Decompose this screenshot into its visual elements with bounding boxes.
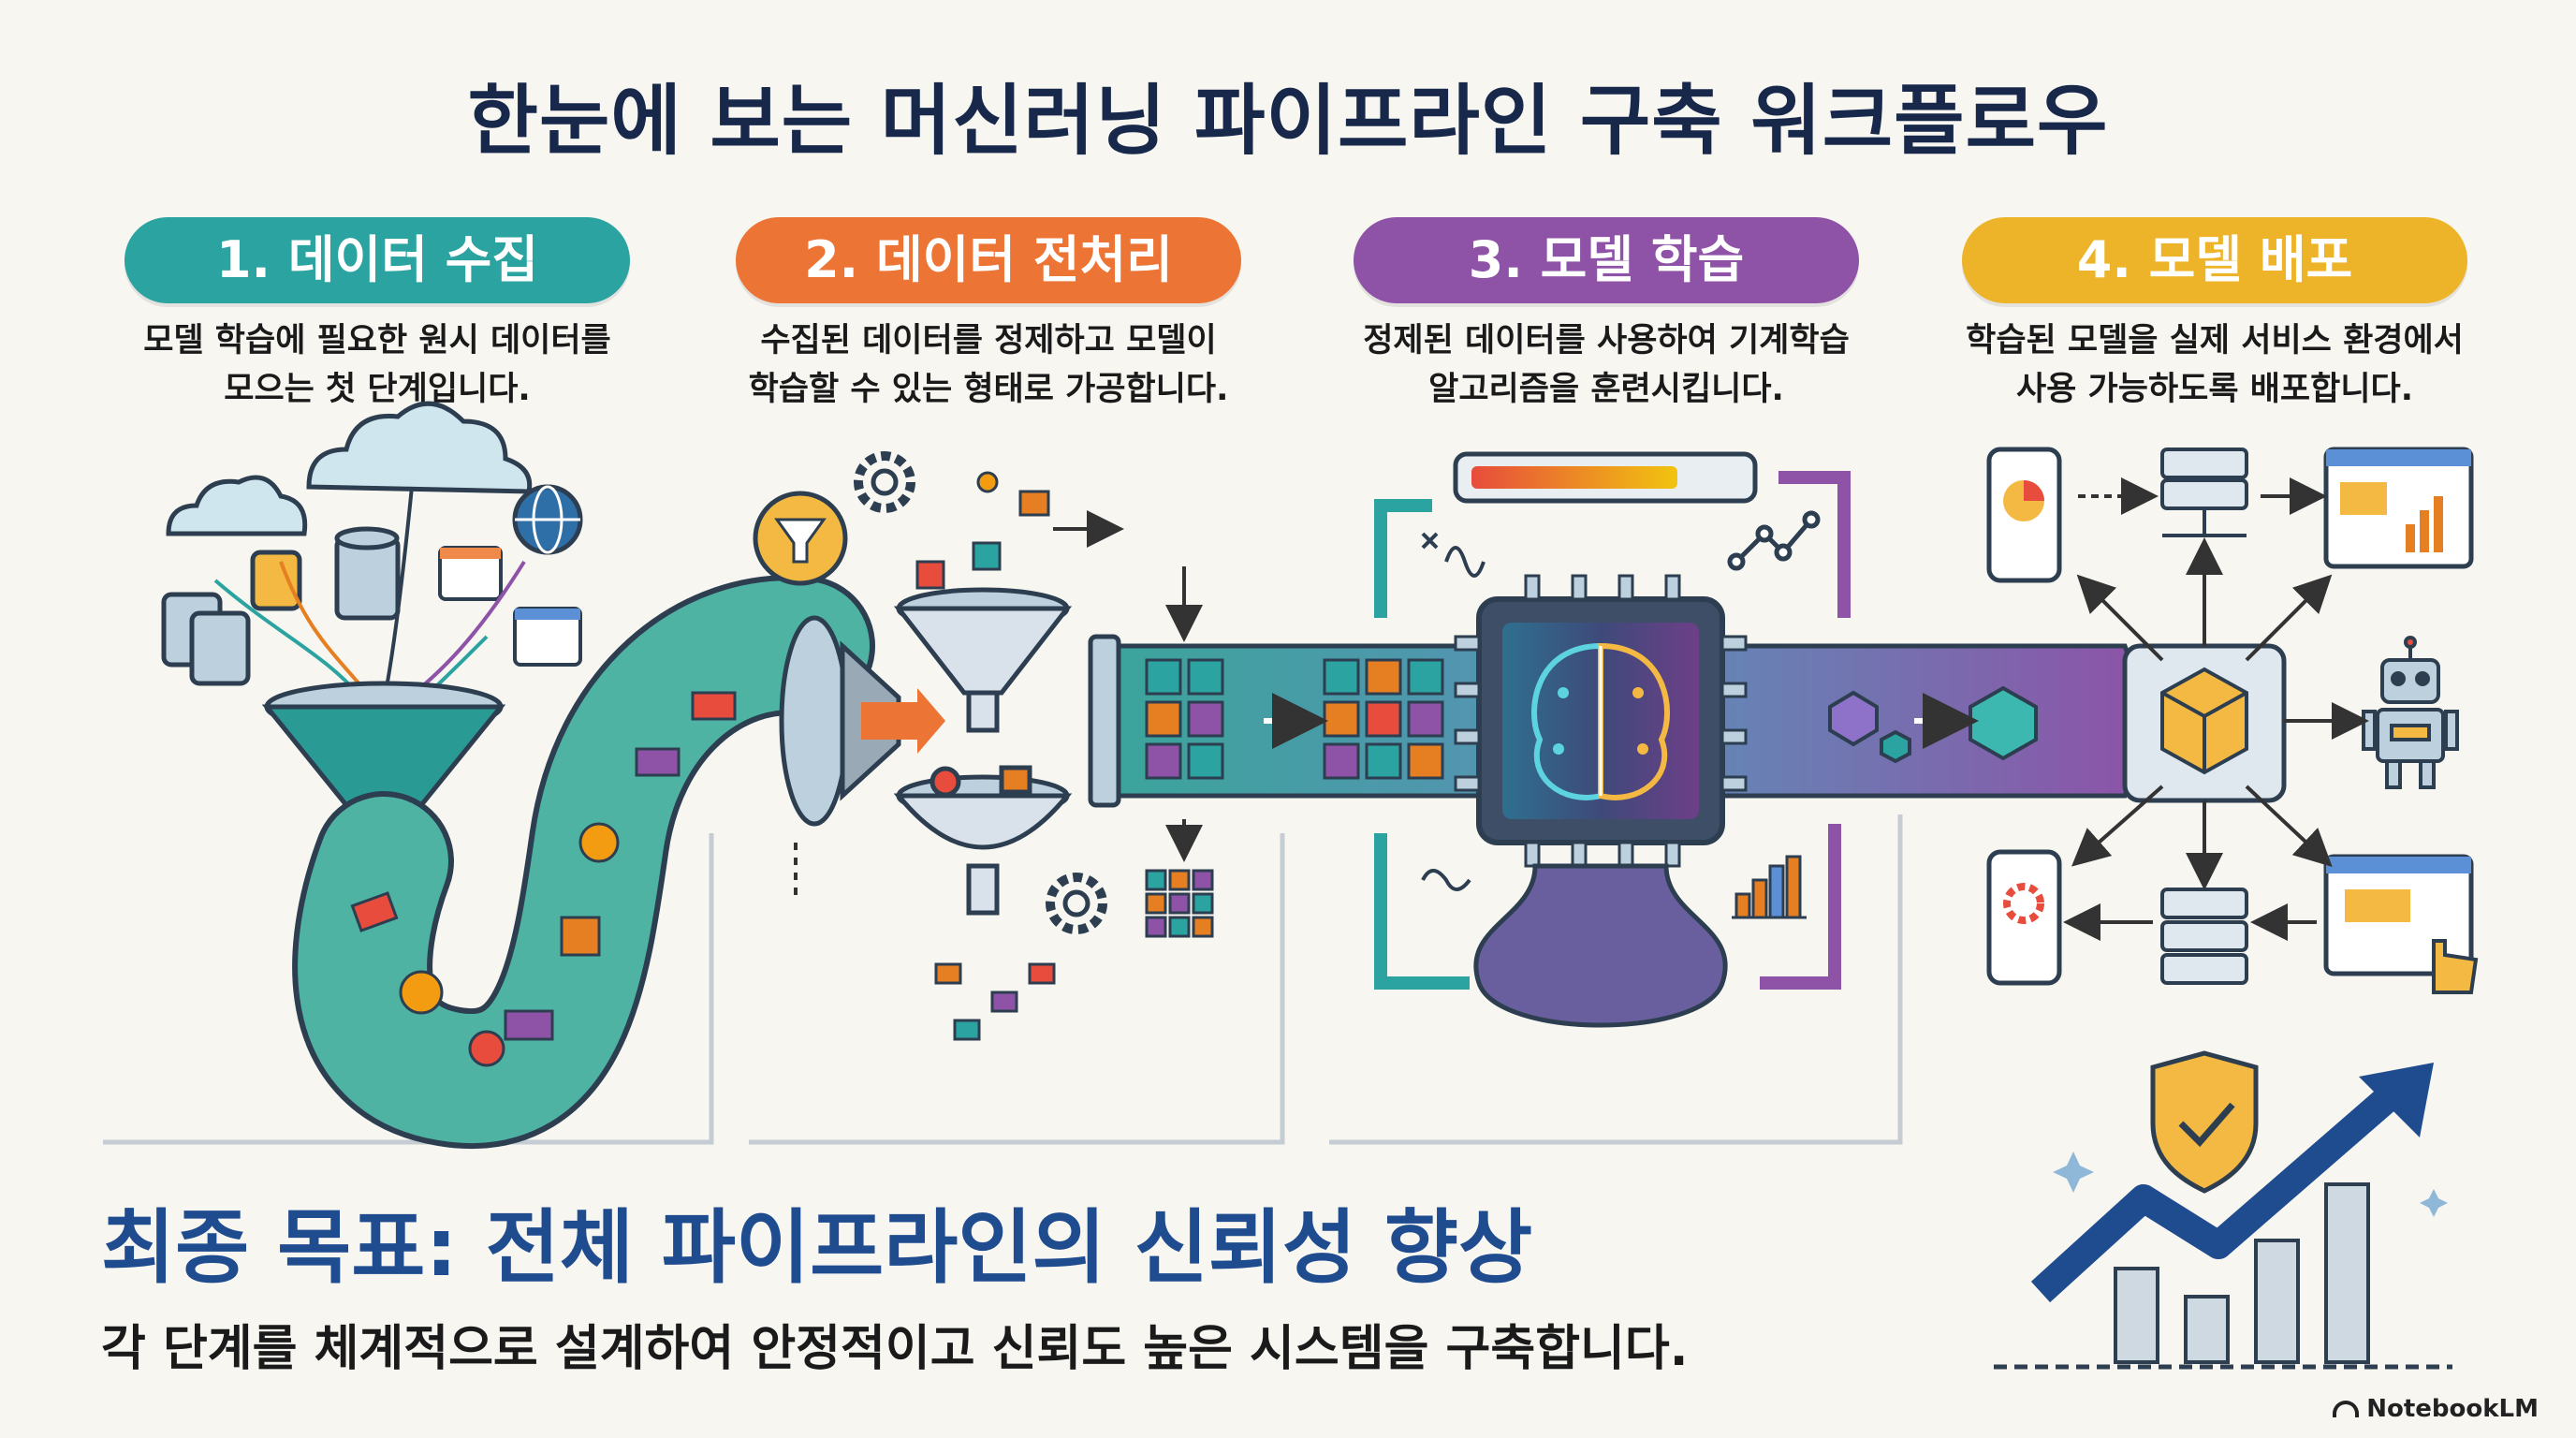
brain-chip-icon [1476, 596, 1725, 845]
stage-pill-train: 3. 모델 학습 [1354, 217, 1859, 303]
data-particles [350, 691, 737, 1067]
goal-title: 최종 목표: 전체 파이프라인의 신뢰성 향상 [101, 1201, 1533, 1295]
stage-desc-line: 모으는 첫 단계입니다. [224, 371, 531, 408]
shield-check-icon [2150, 1050, 2259, 1194]
cycle-arrows [1374, 471, 1851, 990]
browser-window-icon [438, 546, 582, 667]
gear-icon [1046, 873, 1107, 934]
stage-desc-collect: 모델 학습에 필요한 원시 데이터를 모으는 첫 단계입니다. [87, 316, 667, 414]
stage-desc-line: 학습된 모델을 실제 서비스 환경에서 [1966, 322, 2464, 360]
stage-desc-train: 정제된 데이터를 사용하여 기계학습 알고리즘을 훈련시킵니다. [1316, 316, 1896, 414]
funnel-icon [753, 491, 848, 586]
progress-bar-icon [1453, 451, 1758, 504]
stage-pill-collect: 1. 데이터 수집 [124, 217, 630, 303]
falling-particles [915, 471, 1056, 1041]
smartphone-icon [1986, 447, 2062, 583]
page-title: 한눈에 보는 머신러닝 파이프라인 구축 워크플로우 [467, 77, 2109, 166]
browser-window-icon [2323, 447, 2474, 569]
data-pipe-fill [298, 580, 870, 1143]
stage-pill-preprocess: 2. 데이터 전처리 [736, 217, 1241, 303]
deploy-arrows [2063, 477, 2369, 941]
connector-lines [103, 814, 1903, 1145]
math-symbols [1421, 532, 1486, 891]
grid-output-icon [1145, 869, 1214, 938]
sieve-icon [893, 587, 1073, 916]
stage-label-collect: 1. 데이터 수집 [215, 230, 539, 289]
stage-desc-line: 수집된 데이터를 정제하고 모델이 [760, 322, 1217, 360]
stage-desc-deploy: 학습된 모델을 실제 서비스 환경에서 사용 가능하도록 배포합니다. [1925, 316, 2505, 414]
stage-desc-line: 모델 학습에 필요한 원시 데이터를 [143, 322, 611, 360]
robot-icon [2362, 636, 2459, 789]
goal-subtitle: 각 단계를 체계적으로 설계하여 안정적이고 신뢰도 높은 시스템을 구축합니다… [101, 1321, 1689, 1377]
line-chart-icon [1727, 510, 1821, 571]
pointer-hand-icon [2432, 939, 2479, 994]
stage-desc-line: 학습할 수 있는 형태로 가공합니다. [748, 371, 1229, 408]
bar-chart-icon [1732, 855, 1807, 919]
brand-watermark: NotebookLM [2333, 1395, 2539, 1423]
chip-pins [1454, 574, 1748, 868]
formula-bubble [1473, 863, 1728, 1028]
stage-desc-line: 사용 가능하도록 배포합니다. [2015, 371, 2414, 408]
smartphone-icon [1986, 849, 2062, 986]
notebooklm-icon [2333, 1401, 2360, 1417]
pipe-connector [779, 615, 945, 827]
stage-label-deploy: 4. 모델 배포 [2076, 230, 2353, 289]
gear-icon [854, 451, 915, 513]
stage-label-train: 3. 모델 학습 [1468, 230, 1745, 289]
flow-arrows [794, 510, 1203, 899]
pipe-cap [1088, 634, 1121, 808]
cube-icon [2122, 643, 2287, 803]
stage-desc-line: 정제된 데이터를 사용하여 기계학습 [1363, 322, 1850, 360]
data-blocks [1145, 658, 1444, 780]
database-icon [161, 526, 401, 686]
sparkle-icon [2053, 1152, 2448, 1217]
cloud-icon [166, 401, 533, 536]
brand-label: NotebookLM [2366, 1395, 2539, 1423]
stage-label-preprocess: 2. 데이터 전처리 [804, 230, 1173, 289]
stage-desc-line: 알고리즘을 훈련시킵니다. [1428, 371, 1784, 408]
globe-icon [512, 484, 583, 555]
cube-icon [1828, 685, 2038, 764]
growth-chart-icon [1994, 1063, 2452, 1370]
stage-desc-preprocess: 수집된 데이터를 정제하고 모델이 학습할 수 있는 형태로 가공합니다. [698, 316, 1279, 414]
stage-pill-deploy: 4. 모델 배포 [1962, 217, 2467, 303]
